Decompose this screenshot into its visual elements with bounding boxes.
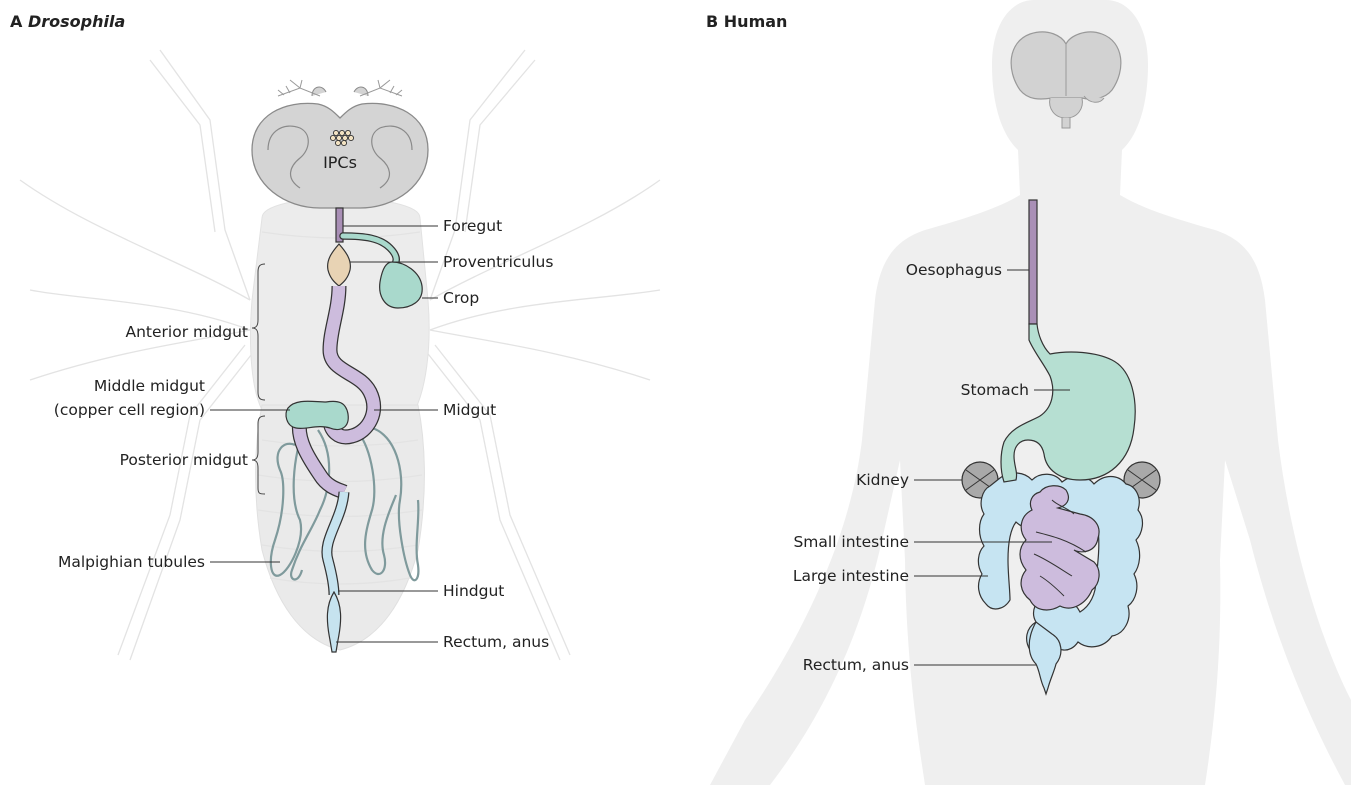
fly-copper-cell-region: [286, 401, 348, 429]
ipcs-label: IPCs: [323, 153, 357, 172]
label-posterior-midgut: Posterior midgut: [120, 451, 248, 469]
label-oesophagus: Oesophagus: [906, 261, 1002, 279]
label-stomach: Stomach: [961, 381, 1029, 399]
label-small-intestine: Small intestine: [793, 533, 909, 551]
label-large-intestine: Large intestine: [793, 567, 909, 585]
label-fly-rectum-anus: Rectum, anus: [443, 633, 549, 651]
label-kidney: Kidney: [856, 471, 909, 489]
label-crop: Crop: [443, 289, 479, 307]
label-malpighian-tubules: Malpighian tubules: [58, 553, 205, 571]
panel-b-species: Human: [724, 12, 788, 31]
panel-b-letter: B: [706, 12, 718, 31]
label-copper-cell-region: (copper cell region): [54, 401, 205, 419]
panel-a-title: A Drosophila: [10, 12, 125, 31]
panel-a-letter: A: [10, 12, 23, 31]
panel-a: A Drosophila: [10, 12, 660, 660]
label-foregut: Foregut: [443, 217, 502, 235]
label-midgut: Midgut: [443, 401, 496, 419]
label-hindgut: Hindgut: [443, 582, 504, 600]
panel-b-title: B Human: [706, 12, 787, 31]
label-proventriculus: Proventriculus: [443, 253, 553, 271]
human-oesophagus: [1029, 200, 1037, 324]
panel-a-species: Drosophila: [28, 12, 125, 31]
label-anterior-midgut: Anterior midgut: [126, 323, 249, 341]
panel-b: B Human: [706, 0, 1351, 785]
label-middle-midgut: Middle midgut: [94, 377, 205, 395]
label-human-rectum-anus: Rectum, anus: [803, 656, 909, 674]
